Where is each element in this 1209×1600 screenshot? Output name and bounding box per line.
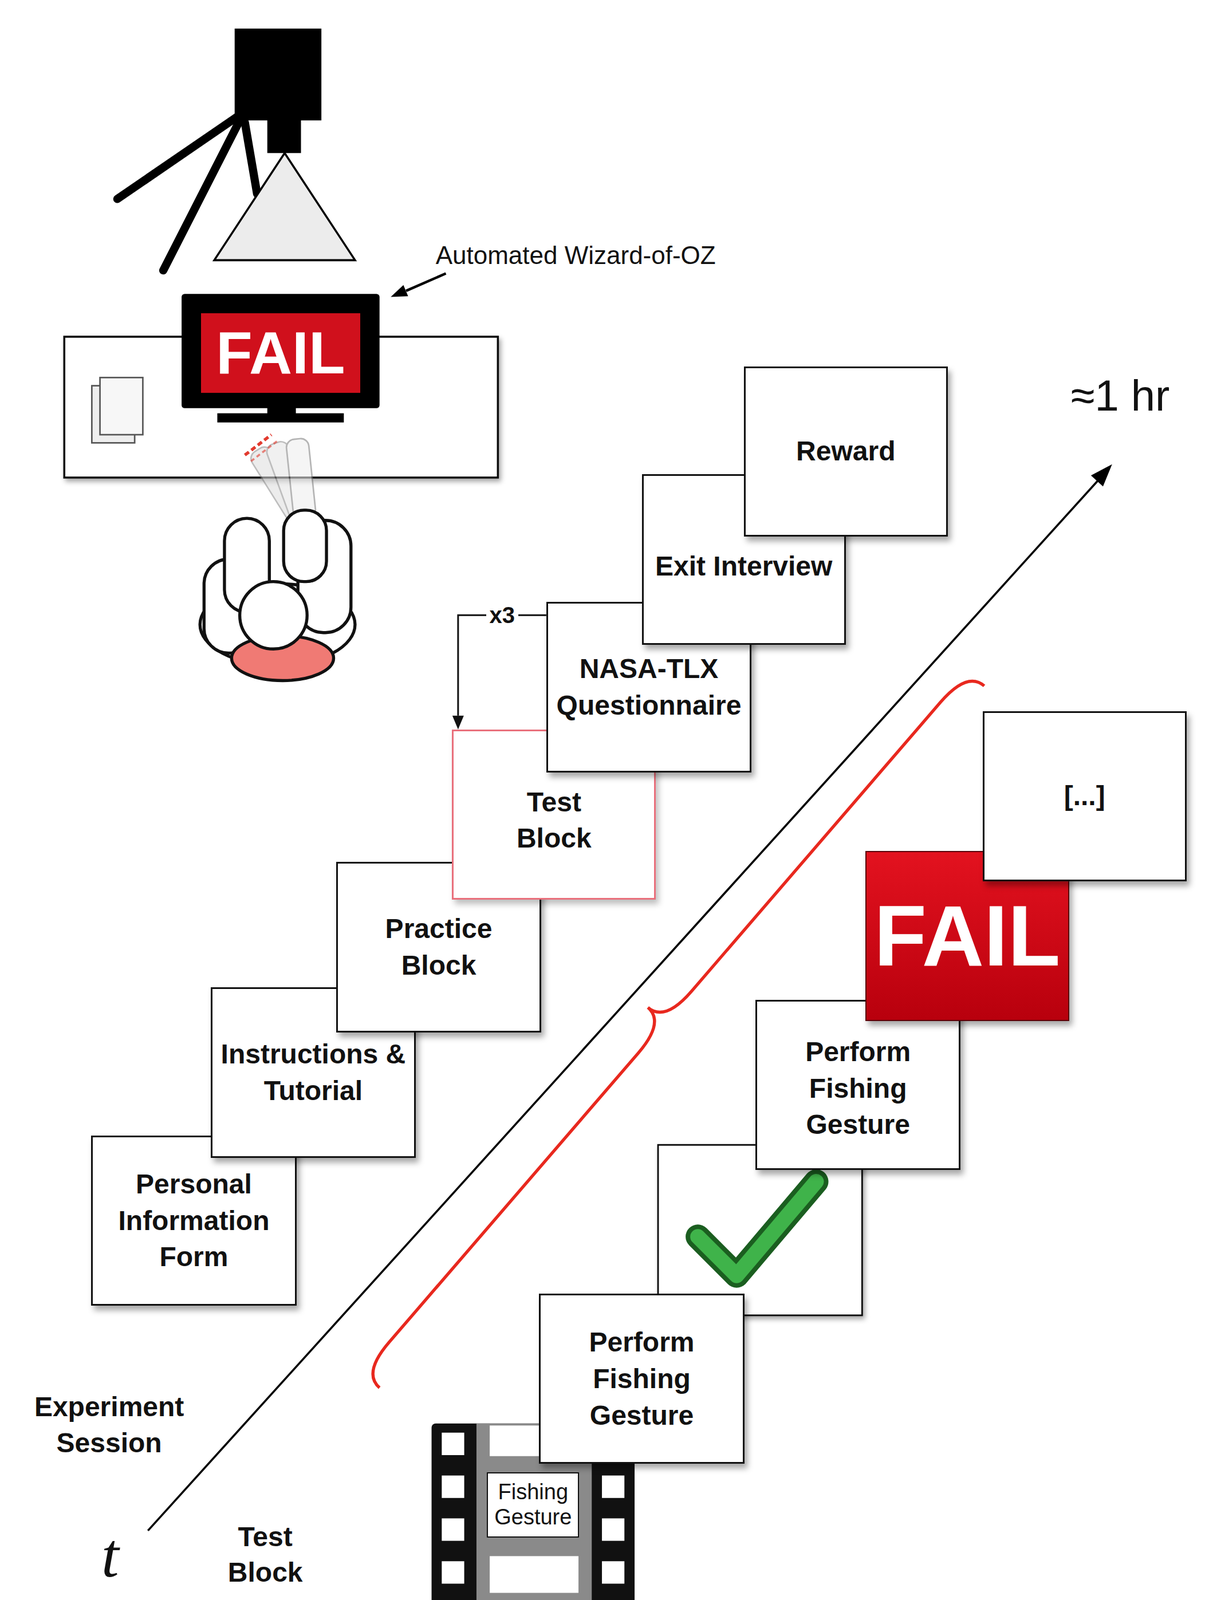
axis-label: t <box>101 1514 120 1597</box>
camera-tripod <box>117 28 356 271</box>
callout-label: Automated Wizard-of-OZ <box>435 238 716 272</box>
section-label: Test Block <box>202 1519 329 1592</box>
arrow-head <box>452 715 464 730</box>
step-box: Perform Fishing Gesture <box>538 1293 744 1464</box>
paper-icon <box>91 377 143 443</box>
loop-connector <box>452 615 547 730</box>
repeat-label: x3 <box>486 601 519 629</box>
section-label: Test Block <box>202 1519 329 1592</box>
screen-display: FAIL <box>201 313 361 393</box>
box-text: Instructions & Tutorial <box>219 1036 407 1110</box>
box-text: Perform Fishing Gesture <box>548 1324 735 1434</box>
box-text: Test Block <box>505 784 603 858</box>
motion-arrows <box>245 434 278 462</box>
box-text: Personal Information Form <box>100 1166 287 1276</box>
step-box: Personal Information Form <box>91 1135 297 1306</box>
time-axis <box>147 464 1112 1531</box>
box-text: Practice Block <box>345 910 533 984</box>
section-label: Experiment Session <box>23 1389 196 1461</box>
step-box: Perform Fishing Gesture <box>755 999 961 1171</box>
axis-label: t <box>101 1514 120 1597</box>
monitor <box>181 293 380 423</box>
duration-label: ≈1 hr <box>1070 367 1171 425</box>
box-text: FAIL <box>215 323 345 383</box>
step-box: Reward <box>743 366 948 537</box>
connector-line <box>458 615 547 716</box>
section-label: Experiment Session <box>23 1389 196 1461</box>
box-text: Fishing Gesture <box>491 1479 576 1530</box>
person <box>199 510 356 681</box>
duration-label: ≈1 hr <box>1070 367 1171 425</box>
checkmark-box <box>658 1144 862 1316</box>
step-box: [...] <box>982 711 1187 882</box>
box-text: Reward <box>796 432 896 470</box>
box-text: Exit Interview <box>655 548 833 585</box>
video-frame-label: Fishing Gesture <box>486 1472 580 1538</box>
box-text: [...] <box>1064 777 1106 815</box>
box-text: NASA-TLX Questionnaire <box>555 650 743 724</box>
callout-label: Automated Wizard-of-OZ <box>435 238 716 272</box>
box-text: FAIL <box>873 892 1061 979</box>
box-text: Perform Fishing Gesture <box>764 1033 952 1144</box>
leader-arrow <box>390 273 446 298</box>
